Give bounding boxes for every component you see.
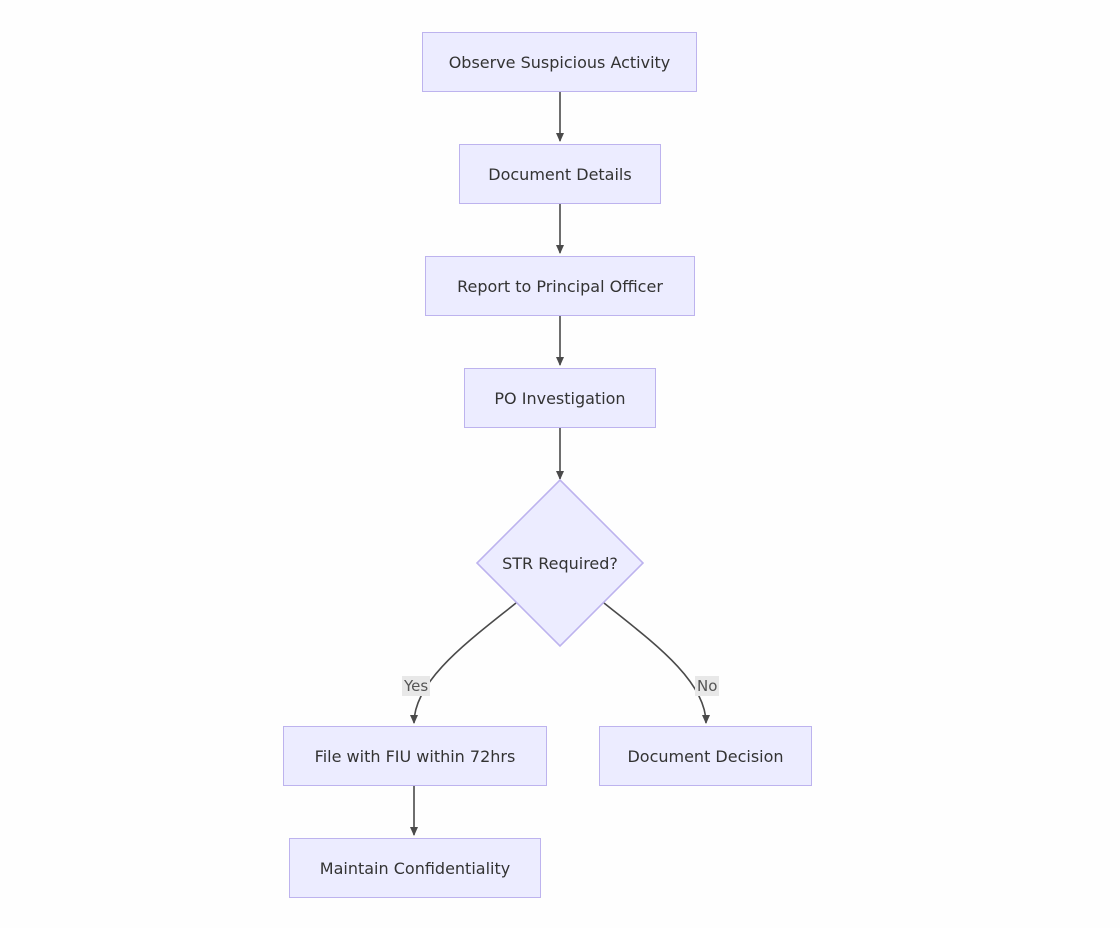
node-label: Report to Principal Officer — [457, 276, 663, 296]
node-maintain-confidentiality: Maintain Confidentiality — [289, 838, 541, 898]
edge-label-yes: Yes — [402, 676, 431, 696]
node-document-details: Document Details — [459, 144, 661, 204]
node-file-with-fiu: File with FIU within 72hrs — [283, 726, 547, 786]
decision-diamond — [475, 478, 645, 648]
node-label: Maintain Confidentiality — [319, 858, 511, 878]
edge-label-no: No — [695, 676, 720, 696]
node-label: STR Required? — [502, 553, 618, 573]
node-label: PO Investigation — [494, 388, 626, 408]
node-label: Document Details — [488, 164, 632, 184]
node-document-decision: Document Decision — [599, 726, 812, 786]
node-str-required: STR Required? — [490, 548, 630, 578]
node-observe-suspicious-activity: Observe Suspicious Activity — [422, 32, 697, 92]
node-label: Document Decision — [627, 746, 784, 766]
node-po-investigation: PO Investigation — [464, 368, 656, 428]
node-report-to-principal-officer: Report to Principal Officer — [425, 256, 695, 316]
edge-decision-yes — [410, 602, 517, 724]
node-label: File with FIU within 72hrs — [314, 746, 516, 766]
node-label: Observe Suspicious Activity — [448, 52, 671, 72]
edge-decision-no — [603, 602, 710, 724]
